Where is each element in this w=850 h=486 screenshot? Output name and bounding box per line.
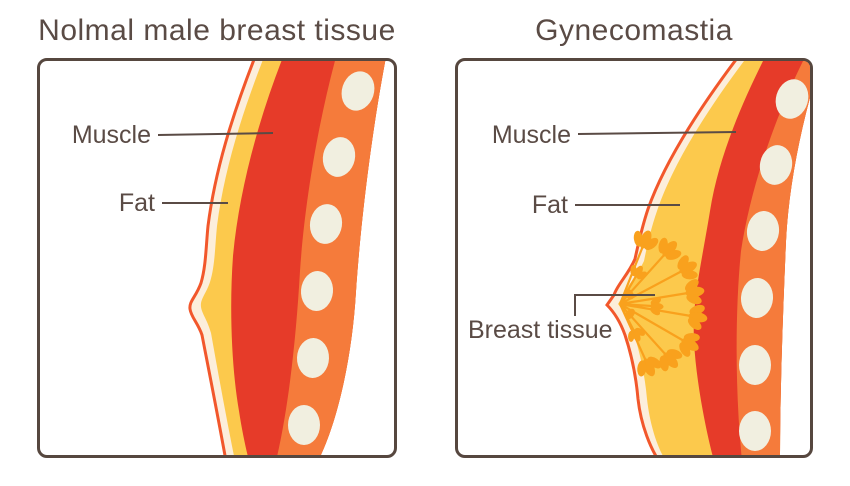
breast-tissue-label: Breast tissue	[468, 316, 613, 344]
rib-oval	[739, 345, 771, 385]
rib-oval	[740, 278, 774, 318]
gland-lobule	[625, 308, 635, 320]
rib-oval	[775, 79, 809, 119]
rib-oval	[288, 405, 320, 445]
labels: Muscle Fat Breast tissue	[468, 121, 613, 344]
skin-outline	[188, 61, 256, 455]
rib-cross-sections	[739, 79, 809, 451]
muscle-label: Muscle	[492, 121, 571, 149]
labels: Muscle Fat	[72, 121, 155, 217]
panel-title-gynecomastia: Gynecomastia	[535, 14, 733, 47]
rib-oval	[739, 411, 771, 451]
rib-oval	[746, 211, 780, 251]
rib-oval	[296, 338, 330, 378]
fat-label: Fat	[119, 189, 155, 217]
rib-oval	[341, 71, 375, 111]
leader-lines	[574, 131, 737, 316]
rib-oval	[300, 271, 334, 311]
rib-oval	[759, 145, 793, 185]
leader-lines	[157, 132, 274, 204]
normal-anatomy-illustration: Muscle Fat	[72, 61, 386, 455]
muscle-leader-line	[157, 132, 274, 136]
panel-normal: Muscle Fat	[37, 58, 397, 458]
gynecomastia-anatomy-illustration: Muscle Fat Breast tissue	[468, 61, 810, 455]
muscle-leader-line	[577, 131, 737, 135]
panel-gynecomastia: Muscle Fat Breast tissue	[455, 58, 813, 458]
panel-title-normal: Nolmal male breast tissue	[38, 14, 396, 47]
breast-tissue-gland	[618, 225, 710, 383]
rib-oval	[309, 204, 343, 244]
rib-oval	[322, 137, 356, 177]
breast-tissue-leader-line	[574, 294, 655, 316]
rib-cross-sections	[288, 71, 375, 445]
fat-label: Fat	[532, 191, 568, 219]
muscle-label: Muscle	[72, 121, 151, 149]
skin-outline	[605, 61, 737, 455]
